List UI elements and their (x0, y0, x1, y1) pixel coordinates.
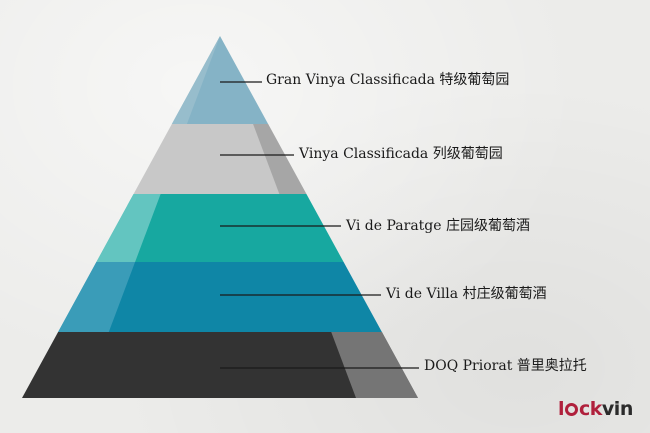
logo-prefix: l (558, 398, 565, 420)
logo-suffix: vin (601, 398, 633, 420)
tier-band-3 (58, 262, 382, 332)
tier-label-vi-de-paratge: Vi de Paratge 庄园级葡萄酒 (346, 218, 530, 234)
tier-label-vi-de-villa: Vi de Villa 村庄级葡萄酒 (386, 286, 547, 302)
logo-mid: ck (579, 398, 602, 420)
tier-shade-1 (253, 124, 307, 194)
tier-label-gran-vinya-classificada: Gran Vinya Classificada 特级葡萄园 (266, 72, 510, 88)
tier-shade-3 (58, 262, 136, 332)
tier-label-vinya-classificada: Vinya Classificada 列级葡萄园 (299, 146, 503, 162)
tier-band-2 (96, 194, 344, 262)
tier-shade-0 (171, 36, 220, 124)
tier-label-doq-priorat: DOQ Priorat 普里奥拉托 (424, 358, 587, 374)
tier-band-4 (22, 332, 418, 398)
tier-shade-2 (96, 194, 161, 262)
logo-ring-icon (565, 403, 579, 416)
tier-shade-4 (331, 332, 418, 398)
tier-band-0 (171, 36, 269, 124)
